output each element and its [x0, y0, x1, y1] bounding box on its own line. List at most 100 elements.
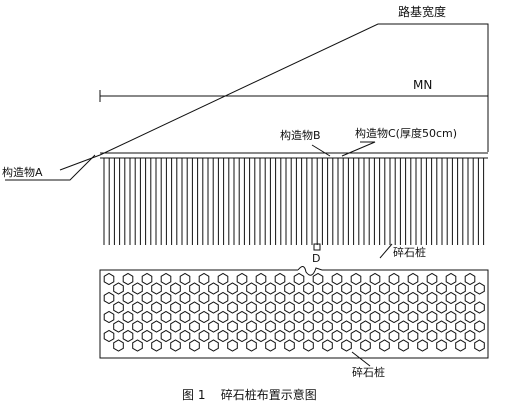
pile-hexagon — [103, 272, 115, 286]
pile-hexagon — [303, 339, 314, 352]
pile-hexagon — [303, 301, 314, 314]
pile-hexagon — [151, 339, 162, 352]
pile-hexagon — [322, 282, 333, 295]
pile-hexagon — [369, 329, 381, 343]
pile-hexagon — [331, 291, 343, 305]
pile-hexagon — [227, 320, 238, 333]
pile-hexagon — [198, 329, 210, 343]
embankment-slope — [59, 23, 489, 171]
pile-hexagon — [227, 339, 238, 352]
pile-hexagon — [398, 339, 409, 352]
pile-hexagon — [455, 320, 466, 333]
pile-hexagon — [113, 301, 124, 314]
pile-hexagon — [455, 282, 466, 295]
pile-hexagon — [265, 320, 276, 333]
pile-hexagon — [360, 320, 371, 333]
pile-hexagon — [331, 272, 343, 286]
pile-hexagon — [464, 329, 476, 343]
pile-hexagon — [293, 291, 305, 305]
pile-hexagon — [151, 301, 162, 314]
pile-hexagon — [179, 310, 191, 324]
pile-hexagon — [246, 320, 257, 333]
pile-hexagon — [350, 272, 362, 286]
pile-hexagon — [122, 272, 134, 286]
pile-hexagon — [436, 339, 447, 352]
pile-hexagon — [246, 282, 257, 295]
pile-hexagon — [426, 329, 438, 343]
pile-hexagon — [255, 329, 267, 343]
pile-hexagon — [284, 301, 295, 314]
pile-hexagon — [445, 291, 457, 305]
gravel-pile-bottom-label: 碎石桩 — [352, 365, 385, 379]
pile-hexagon — [417, 282, 428, 295]
pile-hexagon — [284, 339, 295, 352]
pile-hexagon — [132, 282, 143, 295]
pile-hexagon — [360, 339, 371, 352]
plan-hexagon-grid — [103, 272, 485, 352]
pile-hexagon — [189, 301, 200, 314]
pile-hexagon — [388, 291, 400, 305]
pile-hexagon — [198, 291, 210, 305]
pile-hexagon — [322, 301, 333, 314]
gravel-pile-elevation — [103, 158, 485, 245]
gravel-pile-top-label: 碎石桩 — [393, 245, 426, 259]
pile-hexagon — [455, 301, 466, 314]
pile-hexagon — [151, 282, 162, 295]
pile-hexagon — [160, 272, 172, 286]
pile-hexagon — [122, 291, 134, 305]
pile-hexagon — [436, 282, 447, 295]
pile-hexagon — [217, 272, 229, 286]
pile-hexagon — [293, 310, 305, 324]
pile-hexagon — [445, 310, 457, 324]
pile-hexagon — [417, 320, 428, 333]
pile-hexagon — [312, 291, 324, 305]
pile-hexagon — [265, 301, 276, 314]
pile-hexagon — [369, 272, 381, 286]
pile-hexagon — [322, 320, 333, 333]
pile-hexagon — [398, 282, 409, 295]
structure-a-label: 构造物A — [2, 165, 43, 179]
pile-hexagon — [208, 320, 219, 333]
pile-hexagon — [274, 310, 286, 324]
pile-hexagon — [341, 320, 352, 333]
structure-c-leader — [341, 141, 376, 157]
pile-hexagon — [417, 301, 428, 314]
pile-hexagon — [227, 282, 238, 295]
pile-hexagon — [274, 329, 286, 343]
pile-hexagon — [464, 272, 476, 286]
pile-hexagon — [151, 320, 162, 333]
pile-hexagon — [208, 339, 219, 352]
pile-hexagon — [398, 320, 409, 333]
pile-hexagon — [236, 310, 248, 324]
pile-hexagon — [160, 310, 172, 324]
pile-hexagon — [341, 301, 352, 314]
pile-hexagon — [132, 339, 143, 352]
pile-hexagon — [189, 320, 200, 333]
pile-hexagon — [217, 329, 229, 343]
pile-hexagon — [122, 310, 134, 324]
pile-hexagon — [388, 272, 400, 286]
pile-hexagon — [179, 329, 191, 343]
point-d-label: D — [312, 252, 320, 265]
pile-hexagon — [179, 272, 191, 286]
pile-hexagon — [122, 329, 134, 343]
pile-hexagon — [360, 301, 371, 314]
pile-hexagon — [113, 320, 124, 333]
pile-hexagon — [455, 339, 466, 352]
embankment-profile — [5, 23, 489, 367]
pile-hexagon — [360, 282, 371, 295]
pile-hexagon — [474, 301, 485, 314]
pile-hexagon — [170, 339, 181, 352]
pile-hexagon — [236, 272, 248, 286]
pile-hexagon — [426, 310, 438, 324]
pile-hexagon — [141, 310, 153, 324]
pile-hexagon — [369, 310, 381, 324]
pile-hexagon — [322, 339, 333, 352]
pile-hexagon — [141, 329, 153, 343]
structure-b-leader — [311, 144, 331, 157]
pile-hexagon — [407, 329, 419, 343]
pile-hexagon — [255, 272, 267, 286]
pile-hexagon — [293, 272, 305, 286]
pile-hexagon — [284, 320, 295, 333]
